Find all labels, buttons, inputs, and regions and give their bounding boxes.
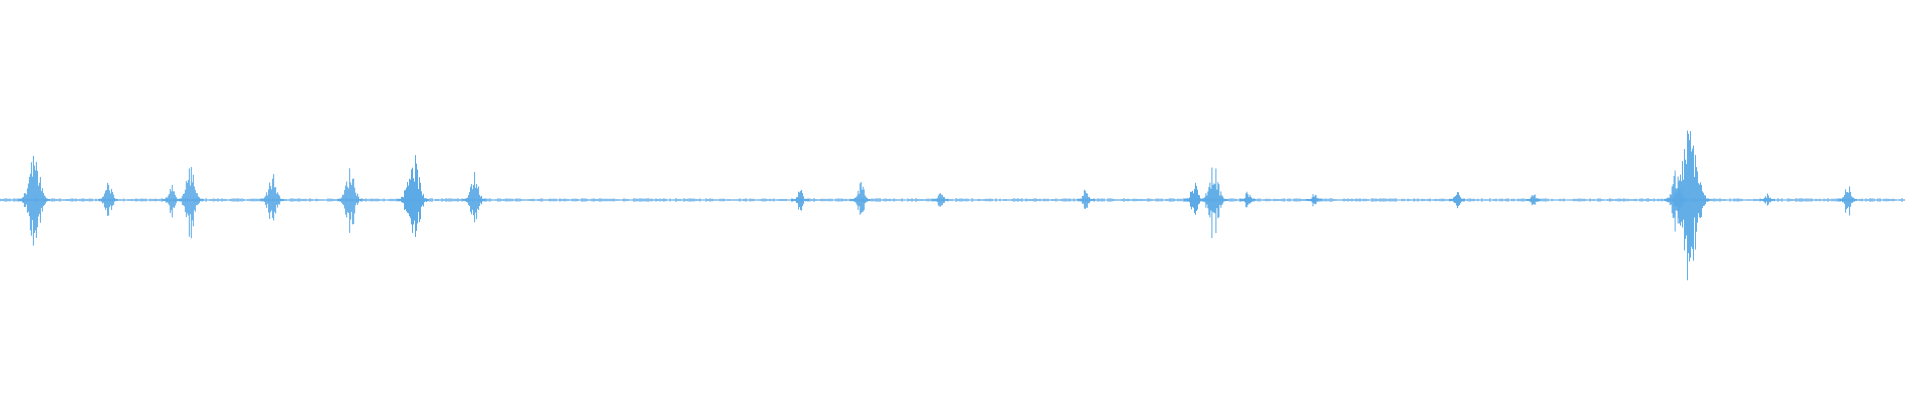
waveform-bars: [0, 130, 1905, 281]
